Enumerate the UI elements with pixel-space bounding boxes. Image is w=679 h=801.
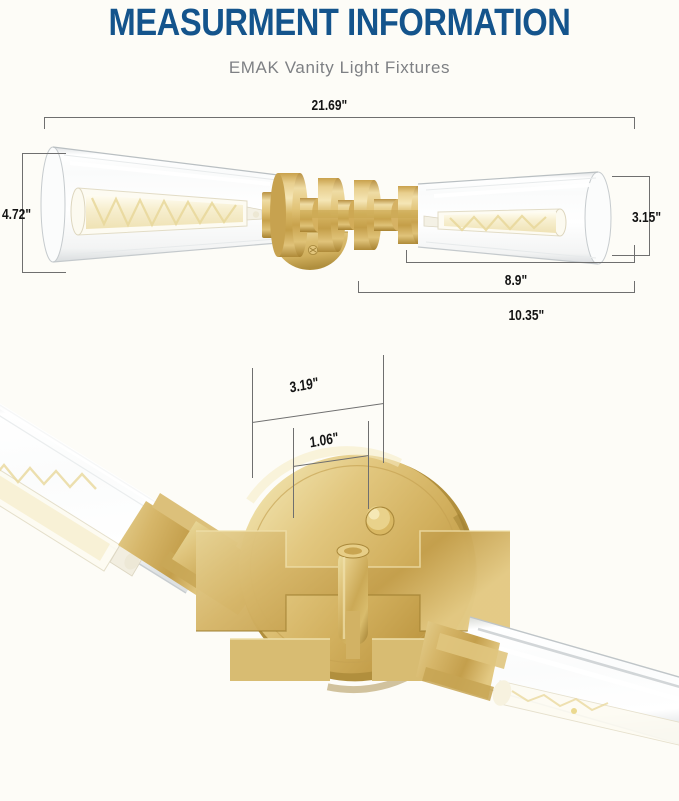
dim-tick-depth-top: [612, 176, 650, 177]
dim-label-arm-span: 8.9": [504, 272, 528, 289]
dim-ext-line-canopy-right: [368, 421, 369, 509]
left-filament-bulb: [70, 187, 263, 236]
dim-line-depth-glass: [649, 176, 650, 256]
dim-label-height-total: 4.72": [2, 206, 32, 223]
dim-ext-line-canopy-left: [293, 428, 294, 518]
dim-label-depth-glass: 3.15": [632, 209, 662, 226]
page-title: MEASURMENT INFORMATION: [108, 2, 571, 44]
right-filament-bulb: [423, 208, 567, 237]
dim-tick-width-left: [44, 117, 45, 129]
dim-label-half-width: 10.35": [508, 307, 545, 324]
dim-ext-line-backplate-left: [252, 368, 253, 478]
dim-label-width-total: 21.69": [311, 97, 348, 114]
dim-tick-arm-left: [406, 250, 407, 262]
dim-line-half-width: [358, 292, 635, 293]
dim-tick-arm-right: [634, 245, 635, 262]
dim-tick-half-right: [634, 281, 635, 292]
dim-tick-depth-bottom: [612, 255, 650, 256]
dim-tick-width-right: [634, 117, 635, 129]
dim-line-arm-span: [406, 262, 635, 263]
dim-tick-half-left: [358, 281, 359, 292]
dim-tick-height-bottom: [22, 272, 66, 273]
dim-tick-height-top: [22, 153, 66, 154]
page-subtitle: EMAK Vanity Light Fixtures: [228, 58, 451, 77]
dim-line-width-total: [44, 117, 635, 118]
dim-ext-line-backplate-right: [383, 355, 384, 463]
dim-line-height-total: [22, 153, 23, 273]
front-view-illustration: [40, 146, 612, 270]
angled-detail-illustration: [0, 403, 679, 746]
right-diagonal-shade: [459, 616, 679, 746]
center-mounting-hardware: [270, 173, 425, 270]
right-socket-bands: [416, 621, 508, 701]
